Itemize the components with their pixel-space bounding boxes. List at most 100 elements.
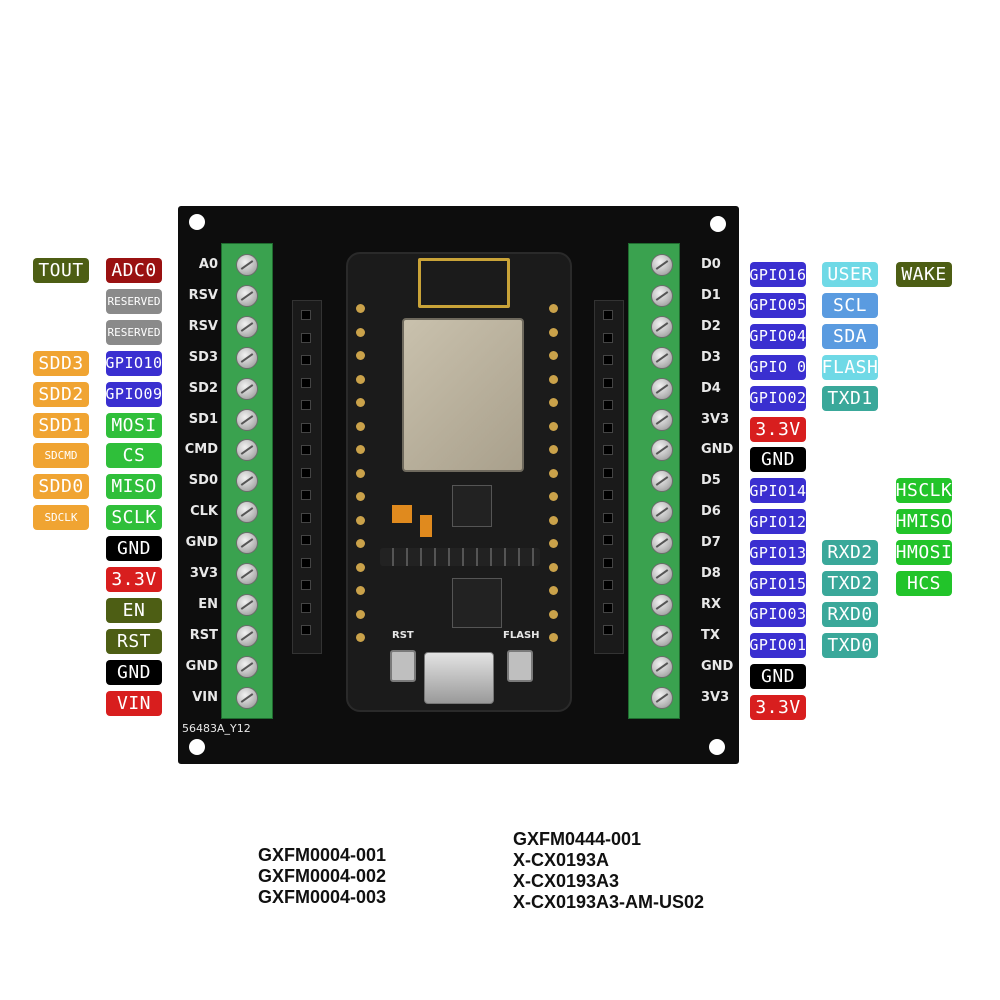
pcb-antenna bbox=[418, 258, 510, 308]
header-slot bbox=[301, 422, 311, 433]
screw-terminal[interactable] bbox=[236, 686, 258, 709]
header-slot bbox=[603, 332, 613, 343]
header-slot bbox=[603, 490, 613, 500]
screw-terminal[interactable] bbox=[236, 254, 258, 276]
pin-function-label: HMISO bbox=[895, 509, 953, 535]
pin-function-label: GPIO05 bbox=[749, 292, 806, 318]
header-slot bbox=[301, 445, 311, 455]
screw-terminal[interactable] bbox=[236, 470, 258, 493]
screw-terminal[interactable] bbox=[651, 408, 673, 431]
part-number: GXFM0004-003 bbox=[258, 887, 387, 907]
screw-terminal[interactable] bbox=[236, 593, 258, 616]
flash-silk-label: FLASH bbox=[503, 630, 540, 641]
pin-function-label: 3.3V bbox=[106, 567, 162, 592]
screw-terminal[interactable] bbox=[651, 655, 673, 678]
screw-terminal[interactable] bbox=[651, 686, 673, 709]
pin-function-label: 3.3V bbox=[750, 694, 806, 720]
pin-function-label: RESERVED bbox=[106, 288, 162, 314]
module-pin bbox=[356, 586, 365, 595]
pin-silk-label: SD3 bbox=[188, 349, 218, 365]
module-pin bbox=[549, 492, 558, 501]
screw-terminal[interactable] bbox=[651, 254, 673, 276]
screw-terminal[interactable] bbox=[236, 439, 258, 462]
pin-silk-label: D3 bbox=[701, 349, 721, 365]
module-pin bbox=[549, 304, 558, 313]
rst-silk-label: RST bbox=[392, 630, 414, 641]
pin-silk-label: 3V3 bbox=[701, 689, 730, 705]
pin-function-label: GPIO09 bbox=[105, 381, 162, 407]
header-slot bbox=[301, 557, 311, 568]
pin-function-label: GPIO03 bbox=[749, 601, 806, 627]
screw-terminal[interactable] bbox=[236, 346, 258, 369]
pin-function-label: SDD3 bbox=[33, 350, 89, 376]
screw-terminal[interactable] bbox=[236, 655, 258, 678]
pin-function-label: GPIO04 bbox=[749, 323, 806, 349]
header-slot bbox=[301, 400, 311, 410]
pin-function-label: SDCLK bbox=[33, 505, 89, 531]
rst-button[interactable] bbox=[390, 650, 416, 682]
module-pin bbox=[356, 562, 365, 572]
pin-silk-label: D8 bbox=[701, 566, 721, 581]
module-pin bbox=[356, 492, 365, 501]
header-slot bbox=[603, 310, 613, 320]
usb-serial-chip bbox=[452, 578, 502, 628]
mounting-hole bbox=[709, 739, 725, 755]
screw-terminal[interactable] bbox=[236, 624, 258, 647]
screw-terminal[interactable] bbox=[651, 501, 673, 524]
capacitor bbox=[392, 505, 412, 523]
screw-terminal[interactable] bbox=[651, 315, 673, 338]
header-slot bbox=[301, 332, 311, 343]
header-slot bbox=[603, 625, 613, 635]
pin-silk-label: GND bbox=[701, 442, 734, 458]
header-slot bbox=[603, 377, 613, 388]
pin-function-label: SDCMD bbox=[33, 443, 89, 469]
module-pin bbox=[549, 515, 558, 525]
header-slot bbox=[603, 400, 613, 410]
screw-terminal[interactable] bbox=[651, 624, 673, 647]
screw-terminal[interactable] bbox=[651, 284, 673, 307]
header-slot bbox=[603, 512, 613, 523]
screw-terminal[interactable] bbox=[651, 377, 673, 400]
screw-terminal[interactable] bbox=[236, 532, 258, 555]
screw-terminal[interactable] bbox=[236, 501, 258, 524]
pin-silk-label: A0 bbox=[198, 257, 218, 272]
flash-button[interactable] bbox=[507, 650, 533, 682]
pin-function-label: GPIO 0 bbox=[749, 354, 806, 380]
micro-usb-port[interactable] bbox=[424, 652, 494, 704]
screw-terminal[interactable] bbox=[236, 315, 258, 338]
screw-terminal[interactable] bbox=[236, 284, 258, 307]
module-pin bbox=[356, 609, 365, 619]
module-pin bbox=[549, 539, 558, 548]
screw-terminal[interactable] bbox=[651, 593, 673, 616]
header-slot bbox=[603, 445, 613, 455]
screw-terminal[interactable] bbox=[236, 563, 258, 585]
pin-function-label: TXD1 bbox=[822, 385, 878, 411]
module-pin bbox=[549, 609, 558, 619]
pin-function-label: TOUT bbox=[33, 258, 89, 283]
pin-function-label: RST bbox=[106, 628, 162, 654]
header-slot bbox=[301, 580, 311, 590]
pin-silk-label: 3V3 bbox=[701, 411, 730, 427]
screw-terminal[interactable] bbox=[651, 532, 673, 555]
pin-function-label: WAKE bbox=[896, 262, 952, 287]
screw-terminal[interactable] bbox=[651, 470, 673, 493]
pin-silk-label: D7 bbox=[701, 535, 721, 551]
screw-terminal[interactable] bbox=[236, 408, 258, 431]
esp8266-shield bbox=[402, 318, 524, 472]
mounting-hole bbox=[189, 214, 205, 230]
pin-function-label: USER bbox=[822, 262, 878, 287]
pin-function-label: GPIO01 bbox=[749, 632, 806, 658]
screw-terminal[interactable] bbox=[651, 346, 673, 369]
module-pin bbox=[356, 398, 365, 407]
pin-function-label: SDD0 bbox=[33, 474, 89, 500]
screw-terminal[interactable] bbox=[651, 563, 673, 585]
module-pin bbox=[356, 304, 365, 313]
module-pin bbox=[549, 633, 558, 642]
pin-function-label: MOSI bbox=[106, 412, 162, 438]
pin-silk-label: 3V3 bbox=[189, 566, 218, 581]
screw-terminal[interactable] bbox=[236, 377, 258, 400]
pin-silk-label: GND bbox=[185, 535, 218, 551]
screw-terminal[interactable] bbox=[651, 439, 673, 462]
module-pin bbox=[356, 633, 365, 642]
part-number: X-CX0193A bbox=[513, 850, 610, 870]
